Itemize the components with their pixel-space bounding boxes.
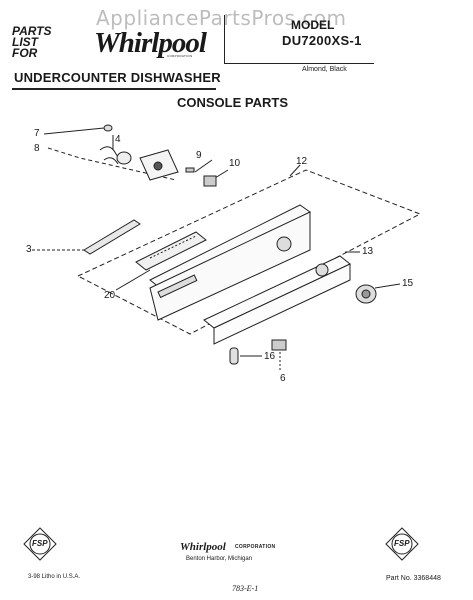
leader-line bbox=[43, 127, 105, 135]
rail-part bbox=[83, 219, 141, 255]
finish-colors: Almond, Black bbox=[302, 66, 347, 73]
watermark-text: AppliancePartsPros.com bbox=[96, 6, 347, 30]
part-number: Part No. 3368448 bbox=[386, 575, 441, 582]
fsp-badge-right-text: FSP bbox=[394, 539, 410, 548]
footer-city: Benton Harbor, Michigan bbox=[186, 556, 253, 562]
fsp-badge-left bbox=[23, 527, 57, 561]
section-title: CONSOLE PARTS bbox=[177, 95, 288, 110]
screw-part bbox=[103, 124, 113, 132]
parts-list-label: PARTS LIST FOR bbox=[12, 24, 52, 60]
bracket-line-upper bbox=[47, 147, 177, 181]
callout-10: 10 bbox=[229, 158, 241, 169]
footer-brand: Whirlpool bbox=[180, 541, 226, 553]
model-label: MODEL bbox=[291, 18, 335, 32]
product-title: UNDERCOUNTER DISHWASHER bbox=[14, 70, 221, 85]
overlay-part bbox=[203, 255, 351, 345]
leader-line bbox=[374, 283, 401, 289]
callout-8: 8 bbox=[34, 143, 40, 154]
title-divider bbox=[12, 88, 216, 90]
leader-line bbox=[115, 269, 151, 291]
indicator-light-part bbox=[229, 347, 239, 365]
callout-7: 7 bbox=[34, 128, 40, 139]
callout-12: 12 bbox=[296, 156, 308, 167]
callout-13: 13 bbox=[362, 246, 374, 257]
callout-4: 4 bbox=[115, 134, 121, 145]
fsp-badge-left-text: FSP bbox=[32, 539, 48, 548]
callout-20: 20 bbox=[104, 290, 116, 301]
callout-15: 15 bbox=[402, 278, 414, 289]
brand-logo: Whirlpool bbox=[94, 27, 207, 59]
keypad-part bbox=[135, 231, 207, 271]
fsp-badge-right bbox=[385, 527, 419, 561]
callout-16: 16 bbox=[264, 351, 276, 362]
assembly-outline-12 bbox=[76, 169, 422, 335]
parts-list-line: LIST bbox=[12, 35, 38, 49]
model-box bbox=[224, 15, 374, 64]
footer-brand-suffix: CORPORATION bbox=[235, 544, 276, 550]
handwritten-code: 783-E-1 bbox=[232, 584, 259, 593]
brand-logo-subtitle: CORPORATION bbox=[167, 54, 193, 58]
parts-list-line: FOR bbox=[12, 46, 38, 60]
clip-part bbox=[271, 339, 287, 351]
callout-6: 6 bbox=[280, 373, 286, 384]
control-module-part bbox=[139, 149, 179, 181]
parts-list-line: PARTS bbox=[12, 24, 52, 38]
callout-3: 3 bbox=[26, 244, 32, 255]
leader-line bbox=[194, 159, 213, 173]
leader-line bbox=[289, 164, 301, 177]
console-panel-part bbox=[149, 204, 311, 321]
knob-part bbox=[355, 284, 377, 304]
switch-part bbox=[116, 151, 132, 165]
model-number: DU7200XS-1 bbox=[282, 33, 362, 48]
litho-note: 3-98 Litho in U.S.A. bbox=[28, 574, 81, 580]
callout-9: 9 bbox=[196, 150, 202, 161]
fastener-part bbox=[185, 167, 217, 187]
leader-line bbox=[214, 169, 229, 179]
